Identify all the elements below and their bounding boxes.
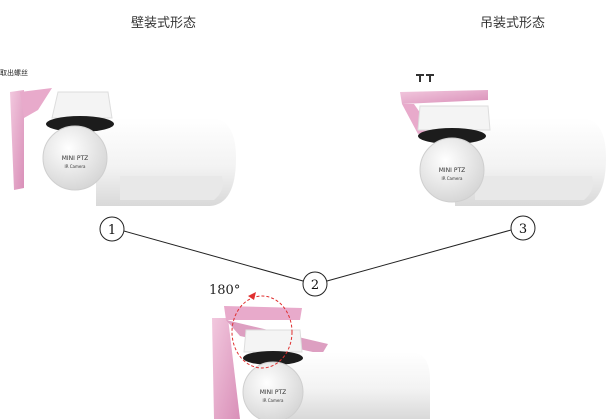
step-1-number: 1 (108, 223, 116, 238)
camera-ball (42, 125, 108, 191)
camera-brand-label: MINI PTZ (62, 155, 89, 162)
ceiling-mount-caption: 吊装式形态 (480, 16, 546, 31)
camera-model-label: IR Camera (442, 176, 463, 181)
wall-mount-camera: MINI PTZ IR Camera (10, 88, 236, 206)
ceiling-mount-camera: MINI PTZ IR Camera (400, 74, 606, 206)
remove-screws-note: 取出螺丝 (0, 69, 28, 77)
step-2-marker: 2 (302, 271, 328, 297)
ceiling-bracket (400, 90, 488, 104)
wall-bracket (10, 90, 24, 190)
wall-mount-caption: 壁装式形态 (131, 16, 197, 31)
camera-brand-label: MINI PTZ (260, 389, 287, 396)
camera-brand-label: MINI PTZ (439, 167, 466, 174)
rotating-camera: MINI PTZ IR Camera (212, 292, 430, 419)
step-3-marker: 3 (510, 215, 536, 241)
camera-model-label: IR Camera (263, 398, 284, 403)
rotation-arrow-icon (231, 292, 293, 369)
step-3-number: 3 (519, 222, 527, 237)
screw-icon (416, 74, 434, 82)
connector-line-3-2 (326, 229, 512, 282)
step-2-number: 2 (311, 278, 319, 293)
step-1-marker: 1 (99, 216, 125, 242)
camera-model-label: IR Camera (65, 164, 86, 169)
rotation-angle-label: 180° (209, 283, 241, 298)
connector-line-1-2 (123, 230, 304, 282)
